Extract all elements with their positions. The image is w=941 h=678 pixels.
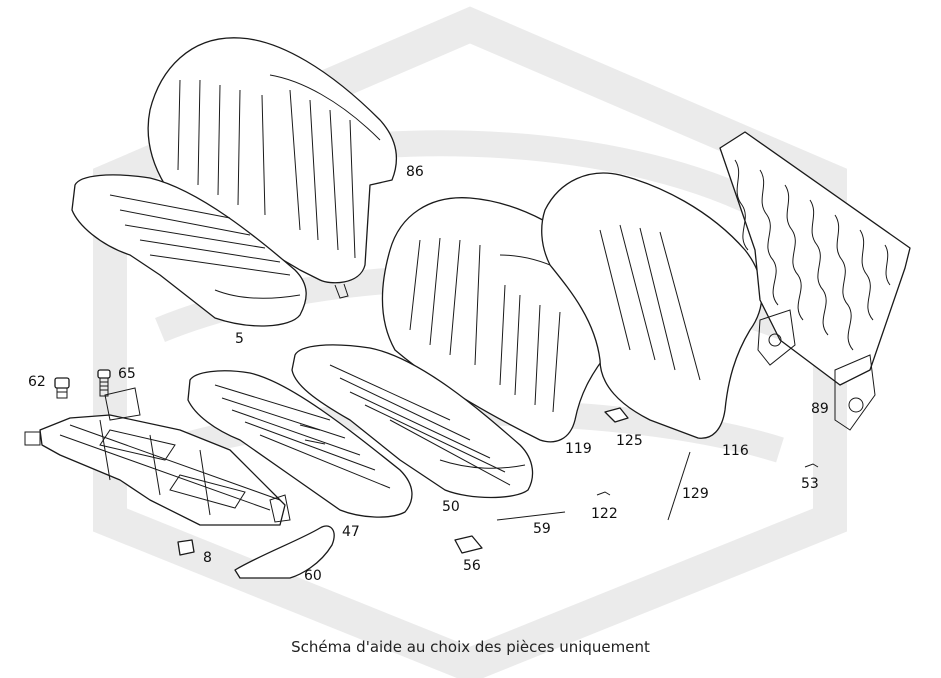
label-53: 53 <box>801 476 819 492</box>
label-50: 50 <box>442 499 460 515</box>
label-65: 65 <box>118 366 136 382</box>
diagram-caption: Schéma d'aide au choix des pièces unique… <box>291 638 650 656</box>
trim-60-part[interactable] <box>234 525 335 579</box>
bolt-62-part[interactable] <box>54 377 70 399</box>
label-62: 62 <box>28 374 46 390</box>
clip-56-part[interactable] <box>454 535 483 554</box>
wire-122-part[interactable] <box>596 491 611 496</box>
label-60: 60 <box>304 568 322 584</box>
rear-cushion-part[interactable] <box>71 174 307 327</box>
label-59: 59 <box>533 521 551 537</box>
label-86: 86 <box>406 164 424 180</box>
clip-8-part[interactable] <box>177 539 195 556</box>
bolt-65-part[interactable] <box>97 369 111 397</box>
label-56: 56 <box>463 558 481 574</box>
label-125: 125 <box>616 433 643 449</box>
front-backrest-right-part[interactable] <box>541 172 763 439</box>
label-116: 116 <box>722 443 749 459</box>
wire-53-part[interactable] <box>804 463 819 468</box>
label-119: 119 <box>565 441 592 457</box>
label-129: 129 <box>682 486 709 502</box>
backrest-frame-part[interactable] <box>719 131 911 431</box>
rod-59-part[interactable] <box>496 511 566 521</box>
front-cushion-part[interactable] <box>291 344 534 499</box>
clip-125-part[interactable] <box>604 407 629 423</box>
center-cushion-part[interactable] <box>187 370 413 518</box>
rod-129-part[interactable] <box>667 451 691 521</box>
label-8: 8 <box>203 550 212 566</box>
label-89: 89 <box>811 401 829 417</box>
label-47: 47 <box>342 524 360 540</box>
label-122: 122 <box>591 506 618 522</box>
label-5: 5 <box>235 331 244 347</box>
seat-frame-part[interactable] <box>24 387 291 526</box>
